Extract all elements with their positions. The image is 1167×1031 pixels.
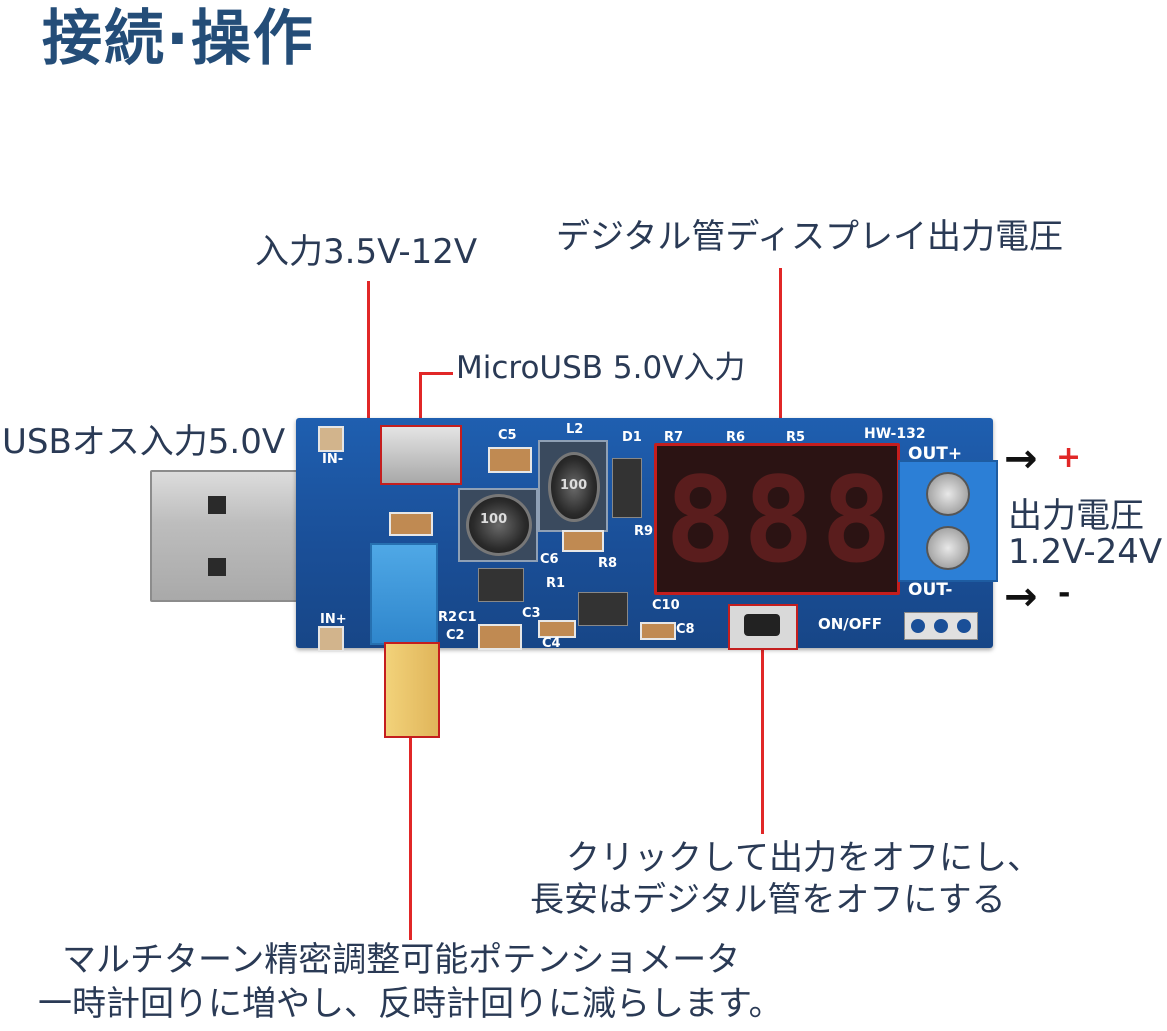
silk-c3: C3 [522, 606, 541, 621]
silk-c6: C6 [540, 552, 559, 567]
pin-1 [911, 619, 925, 633]
inductor-small-silk: 100 [480, 512, 508, 527]
ic-chip [578, 592, 628, 626]
display-digit-2: 8 [743, 451, 815, 589]
pin-2 [934, 619, 948, 633]
display-leader [779, 268, 782, 446]
button-leader [761, 646, 764, 834]
output-plus-arrow: → [1004, 436, 1038, 482]
led-display: 8 8 8 [654, 443, 900, 595]
input-range-label: 入力3.5V-12V [255, 232, 478, 272]
onoff-button[interactable] [744, 614, 780, 636]
pin-3 [957, 619, 971, 633]
silk-out-plus: OUT+ [908, 444, 963, 464]
capacitor-c4 [538, 620, 576, 638]
pot-desc-line1: マルチターン精密調整可能ポテンショメータ [62, 940, 741, 980]
inductor-large-silk: 100 [560, 478, 588, 493]
output-minus-arrow: → [1004, 574, 1038, 620]
inductor-small [466, 494, 532, 556]
page-title: 接続·操作 [42, 4, 315, 74]
button-desc-line1: クリックして出力をオフにし、 [566, 838, 1041, 878]
capacitor-c8 [640, 622, 676, 640]
capacitor-c6 [562, 530, 604, 552]
silk-c5: C5 [498, 428, 517, 443]
silk-r6: R6 [726, 430, 746, 445]
silk-c4: C4 [542, 636, 561, 651]
button-desc-line2: 長安はデジタル管をオフにする [530, 880, 1006, 920]
pot-leader [409, 734, 412, 940]
microusb-label: MicroUSB 5.0V入力 [456, 350, 746, 386]
in-plus-pad [318, 626, 344, 652]
silk-c8: C8 [676, 622, 695, 637]
silk-c10: C10 [652, 598, 680, 613]
in-plus-silk: IN+ [320, 612, 347, 627]
capacitor-c2 [478, 624, 522, 650]
usb-hole-top [208, 496, 226, 514]
silk-c2: C2 [446, 628, 465, 643]
silk-onoff: ON/OFF [818, 615, 883, 633]
microusb-leader-v [419, 372, 422, 428]
silk-r2: R2 [438, 610, 458, 625]
potentiometer[interactable] [370, 543, 438, 645]
output-terminal [898, 460, 998, 582]
terminal-screw-top [926, 472, 970, 516]
silk-r9: R9 [634, 524, 654, 539]
in-minus-silk: IN- [322, 452, 344, 467]
ic-regulator [478, 568, 524, 602]
silk-r1: R1 [546, 576, 566, 591]
usb-input-label: USBオス入力5.0V [2, 422, 286, 462]
silk-l2: L2 [566, 422, 584, 437]
display-digit-1: 8 [665, 451, 737, 589]
silk-out-minus: OUT- [908, 580, 953, 600]
output-minus-sign: - [1058, 576, 1071, 611]
pot-desc-line2: 一時計回りに増やし、反時計回りに減らします。 [38, 984, 783, 1024]
microusb-leader-h [419, 372, 453, 375]
silk-c1: C1 [458, 610, 477, 625]
display-label: デジタル管ディスプレイ出力電圧 [556, 217, 1063, 257]
diode-d1 [612, 458, 642, 518]
microusb-port [380, 425, 462, 485]
capacitor-c5 [488, 447, 532, 473]
usb-hole-bottom [208, 558, 226, 576]
output-voltage-label: 出力電圧 [1008, 496, 1144, 536]
model-silk: HW-132 [864, 426, 926, 442]
terminal-screw-bottom [926, 526, 970, 570]
output-voltage-range: 1.2V-24V [1008, 532, 1163, 572]
output-plus-sign: + [1056, 440, 1082, 475]
display-digit-3: 8 [821, 451, 893, 589]
in-minus-pad [318, 426, 344, 452]
silk-r5: R5 [786, 430, 806, 445]
silk-d1: D1 [622, 430, 642, 445]
capacitor-c1 [389, 512, 433, 536]
pin-header [904, 612, 978, 640]
inductor-large [548, 452, 600, 522]
silk-r7: R7 [664, 430, 684, 445]
potentiometer-screw[interactable] [384, 642, 440, 738]
silk-r8: R8 [598, 556, 618, 571]
